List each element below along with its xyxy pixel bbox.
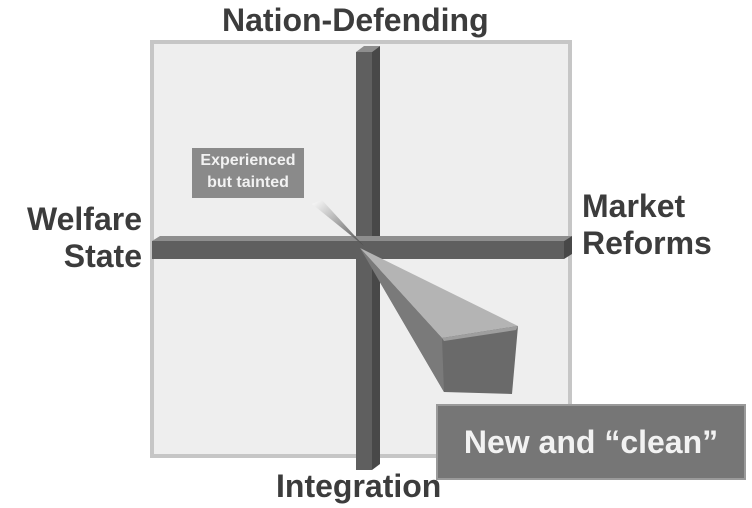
new-and-clean-label: New and “clean” [436, 404, 746, 480]
experienced-line2: but tainted [207, 174, 289, 191]
experienced-wedge [312, 200, 364, 246]
new-clean-wedge [360, 248, 518, 394]
axis-label-market-reforms: Market Reforms [582, 188, 712, 262]
experienced-but-tainted-label: Experienced but tainted [192, 148, 304, 198]
axis-label-welfare-line2: State [63, 237, 142, 274]
experienced-line1: Experienced [200, 152, 296, 169]
axis-label-nation-defending: Nation-Defending [222, 2, 489, 38]
axis-label-integration: Integration [276, 468, 442, 504]
axis-label-market-line1: Market [582, 188, 686, 224]
axis-label-market-line2: Reforms [582, 224, 712, 261]
axis-label-welfare-state: Welfare State [10, 201, 142, 275]
horizontal-axis [152, 236, 572, 259]
axis-label-welfare-line1: Welfare [26, 201, 142, 237]
